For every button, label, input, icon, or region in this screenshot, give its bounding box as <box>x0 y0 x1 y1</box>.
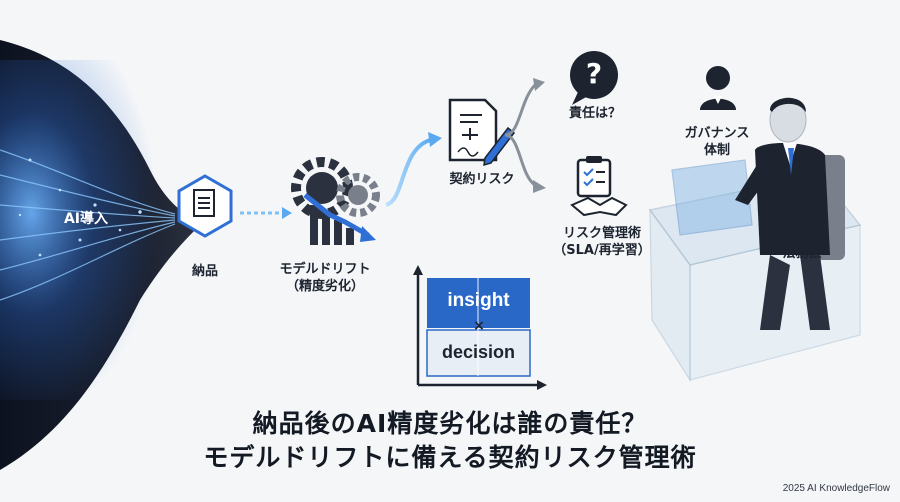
governance-label: ガバナンス 体制 <box>672 126 762 160</box>
ai-intro-label: AI導入 <box>63 211 109 227</box>
footer-credit: 2025 AI KnowledgeFlow <box>782 483 890 494</box>
arrow-drift-to-contract <box>385 138 431 207</box>
woman-avatar-icon <box>700 66 736 110</box>
question-mark-glyph: ? <box>585 57 603 90</box>
split-bracket <box>504 83 537 187</box>
handshake-clipboard-icon <box>570 156 628 217</box>
insight-text: insight <box>447 290 510 311</box>
businessman-icon <box>735 97 845 330</box>
drift-label-line1: モデルドリフト <box>279 262 371 277</box>
decision-text: decision <box>441 342 516 362</box>
wave-glow <box>0 60 210 400</box>
light-particles <box>18 158 142 257</box>
title-line2: モデルドリフトに備える契約リスク管理術 <box>203 443 697 472</box>
light-streaks <box>0 149 176 301</box>
risk-mgmt-line2: （SLA/再学習） <box>553 242 651 258</box>
delivery-label: 納品 <box>191 264 218 279</box>
governance-line2: 体制 <box>703 142 730 158</box>
times-symbol: × <box>473 318 485 334</box>
risk-mgmt-label: リスク管理術 （SLA/再学習） <box>546 226 658 260</box>
title-line1: 納品後のAI精度劣化は誰の責任？ <box>252 409 648 438</box>
question-bubble-icon <box>570 51 618 105</box>
governance-line1: ガバナンス <box>684 126 750 141</box>
risk-mgmt-line1: リスク管理術 <box>562 226 641 241</box>
contract-pen-icon <box>448 98 516 167</box>
drift-label-line2: （精度劣化） <box>285 278 364 294</box>
drift-label: モデルドリフト （精度劣化） <box>270 262 380 296</box>
contract-risk-label: 契約リスク <box>449 172 515 187</box>
legal-label: 法務担 <box>782 246 822 261</box>
gear-chart-icon <box>291 157 380 245</box>
responsibility-label: 責任は？ <box>568 106 621 121</box>
